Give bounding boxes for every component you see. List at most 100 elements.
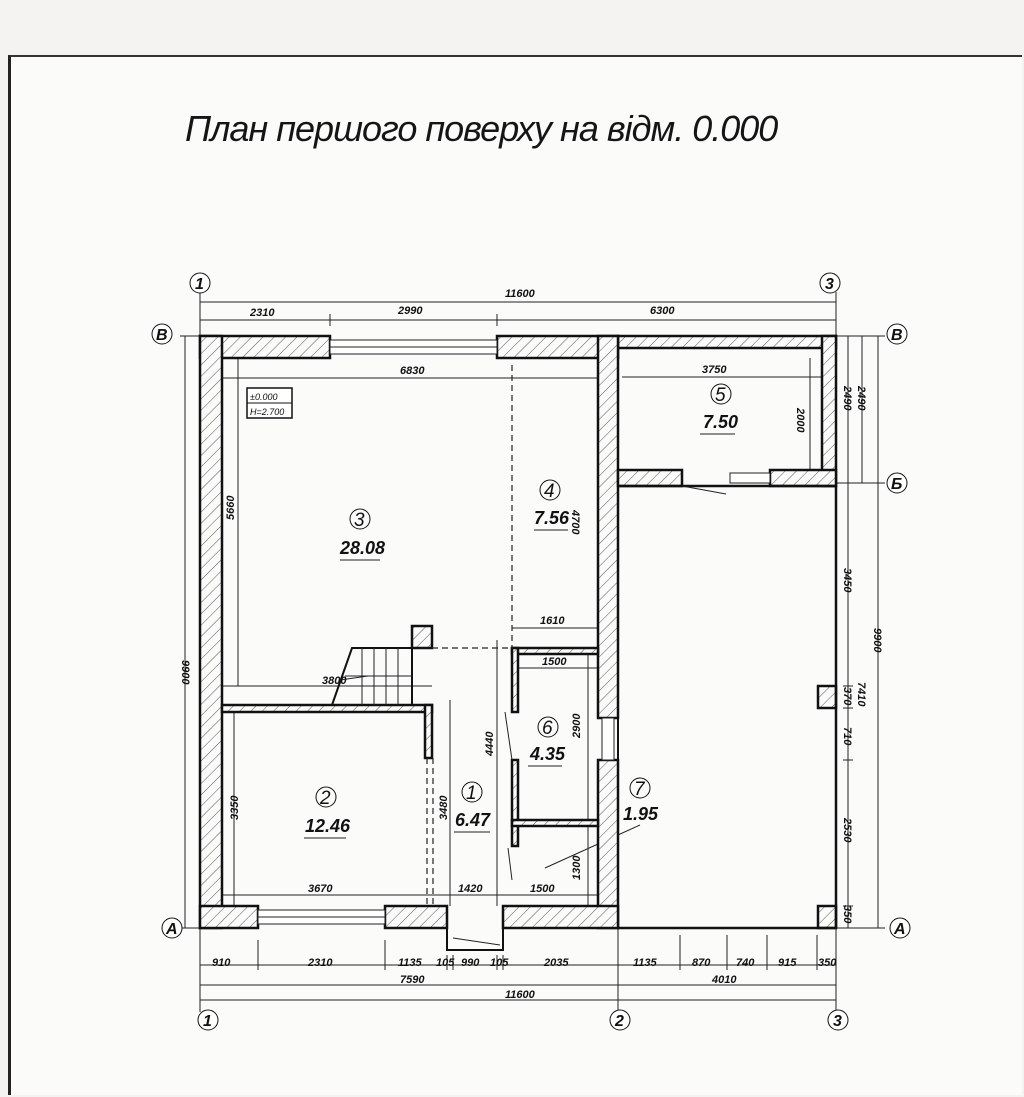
dims_top-total-text: 11600 [505,288,536,300]
dims_inner-wc_height-text: 1300 [571,855,583,880]
dims_bottom-d12-text: 350 [818,957,837,969]
dims_bottom-d2-text: 2310 [307,957,333,969]
dims_right-f-text: 710 [841,727,853,746]
axis-marker-A-right: А [889,917,911,939]
axis-marker-1-bottom: 1 [197,1009,219,1031]
drawing-rect [616,468,684,488]
rooms-4-num-text: 2 [319,788,331,809]
dims_bottom-sub2-text: 4010 [711,974,737,986]
dims_inner-r5_width-text: 3750 [702,364,727,376]
drawing-circle [189,272,211,294]
dims_bottom-d9-text: 870 [692,957,711,969]
rooms-5-area-text: 6.47 [455,810,491,830]
drawing-rect [198,904,260,930]
dims_bottom-sub1-text: 7590 [400,974,425,986]
rooms-5-num-text: 1 [466,783,477,804]
drawing-rect [616,334,838,350]
level_box-elevation-text: ±0.000 [250,392,277,402]
drawing-rect [501,904,620,930]
drawing-rect [510,758,520,848]
dims_top-d3-text: 6300 [650,305,675,317]
rooms-2-num-text: 5 [715,385,726,406]
drawing-rect [510,646,520,714]
dims_bottom-d5-text: 990 [461,957,480,969]
dims_inner-wc_width-text: 1500 [530,883,555,895]
axis-marker-2-bottom: 2 [609,1009,631,1031]
drawing-circle [886,472,908,494]
dims_right-total-text: 9900 [871,628,883,653]
walls [198,334,838,930]
drawing-rect [423,703,434,760]
axis-marker-V-right: В [886,323,908,345]
dims_bottom-d6-text: 105 [490,957,509,969]
axis-marker-A-left: А [161,917,183,939]
dims_inner-r6_width-text: 1500 [542,656,567,668]
drawing-line [681,485,727,495]
dims_inner-r6_height-text: 2900 [571,713,583,739]
dashed-lines [426,365,513,906]
axis-marker-V-left: В [151,323,173,345]
dims_top-d1-text: 2310 [249,307,275,319]
dims_inner-r2_height-text: 3350 [229,795,241,820]
drawing-rect [596,758,620,930]
dims_left-total-text: 9900 [179,660,191,685]
dims_inner-r3_height-text: 5660 [225,495,237,520]
dims_bottom-d4-text: 105 [436,957,455,969]
openings [257,339,771,951]
drawing-circle [349,508,371,530]
drawing-rect [820,334,838,488]
rooms-1-area-text: 7.56 [534,508,570,528]
dims_inner-r3_width-text: 6830 [400,365,425,377]
room-5-label: 57.50 [700,383,738,435]
rooms-1-num-text: 4 [544,481,555,502]
rooms-3-num-text: 6 [542,718,553,739]
staircase [331,647,413,706]
drawing-rect [596,334,620,720]
room-7-label: 71.95 [623,777,659,824]
drawing-rect [220,703,434,714]
dims_inner-corr_height-text: 4440 [484,731,496,757]
entrance-porch [446,928,504,951]
drawing-rect [816,904,838,930]
drawing-circle [461,781,483,803]
rooms-4-area-text: 12.46 [305,816,351,836]
drawing-circle [609,1009,631,1031]
drawing-rect [510,646,600,656]
drawing-line [339,675,369,681]
dims_bottom-d7-text: 2035 [543,957,569,969]
dims_inner-r5_height-text: 2000 [794,407,806,433]
axis-marker-B-right: Б [886,472,908,494]
axis-marker-1-top: 1 [189,272,211,294]
dims_bottom-d1-text: 910 [212,957,231,969]
dimension-lines [184,301,879,1001]
dims_bottom-d10-text: 740 [736,957,755,969]
drawing-circle [886,323,908,345]
rooms-2-area-text: 7.50 [703,412,738,432]
rooms-6-num-text: 7 [634,779,646,800]
drawing-rect [198,334,224,930]
axis-marker-3-top: 3 [819,272,841,294]
axes-col_1-text: 1 [195,276,204,293]
dims_inner-r4_width-text: 1610 [540,615,565,627]
dimension-texts: 11600 2310 2990 6300 910 2310 1135 105 9… [179,288,883,1001]
dims_bottom-total-text: 11600 [505,989,536,1001]
axes-row_B-text: Б [891,476,902,493]
level_box-height-text: H=2.700 [250,407,284,417]
dims_inner-r4_height-text: 4700 [569,509,581,535]
drawing-rect [383,904,449,930]
page-title: План першого поверху на відм. 0.000 [185,108,778,149]
dims_inner-r1_height-text: 3480 [438,795,450,820]
axis-markers: 1 3 1 2 3 В А В Б А [151,272,911,1031]
axes-col_1-text: 1 [203,1013,212,1030]
drawing-circle [827,1009,849,1031]
drawing-circle [539,479,561,501]
axis-marker-3-bottom: 3 [827,1009,849,1031]
axes-row_V-text: В [156,327,168,344]
dims_right-c-text: 3450 [841,568,853,593]
drawing-circle [819,272,841,294]
dims_inner-stair-text: 3800 [322,675,347,687]
drawing-circle [197,1009,219,1031]
dims_right-d-text: 370 [841,687,853,706]
dims_inner-r1_width-text: 1420 [458,883,483,895]
